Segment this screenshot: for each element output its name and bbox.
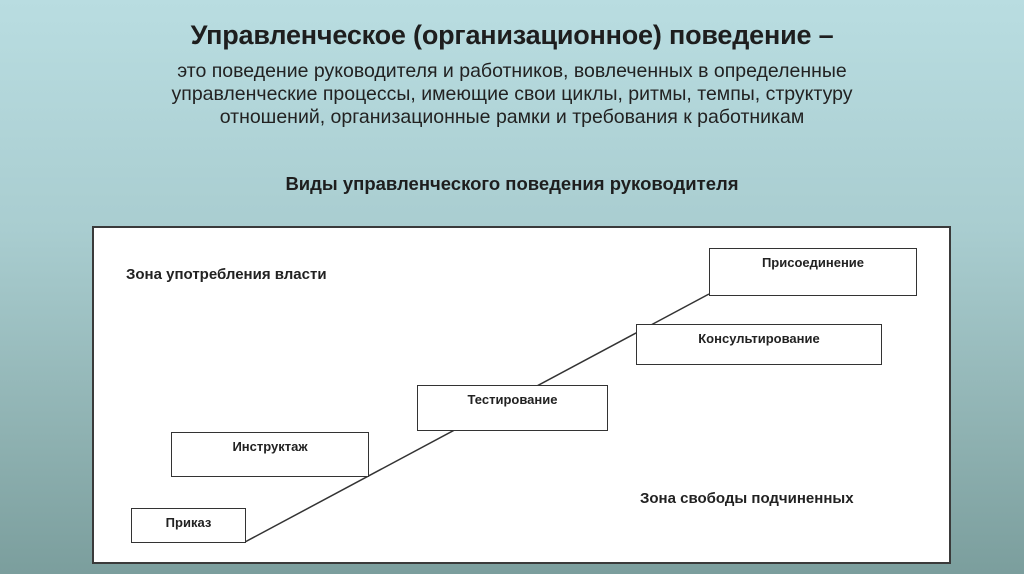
step-box-testing: Тестирование bbox=[417, 385, 608, 431]
definition-text: это поведение руководителя и работников,… bbox=[30, 60, 994, 129]
definition-line: это поведение руководителя и работников,… bbox=[177, 60, 847, 82]
zone-power-label: Зона употребления власти bbox=[126, 266, 327, 283]
slide-title: Управленческое (организационное) поведен… bbox=[190, 20, 834, 50]
step-box-order: Приказ bbox=[131, 508, 246, 543]
section-title: Виды управленческого поведения руководит… bbox=[285, 173, 739, 194]
step-box-instruction: Инструктаж bbox=[171, 432, 369, 477]
definition-line: отношений, организационные рамки и требо… bbox=[219, 106, 805, 128]
step-box-consulting: Консультирование bbox=[636, 324, 882, 365]
zone-freedom-label: Зона свободы подчиненных bbox=[640, 490, 854, 507]
step-box-joining: Присоединение bbox=[709, 248, 917, 296]
definition-line: управленческие процессы, имеющие свои ци… bbox=[171, 83, 853, 105]
